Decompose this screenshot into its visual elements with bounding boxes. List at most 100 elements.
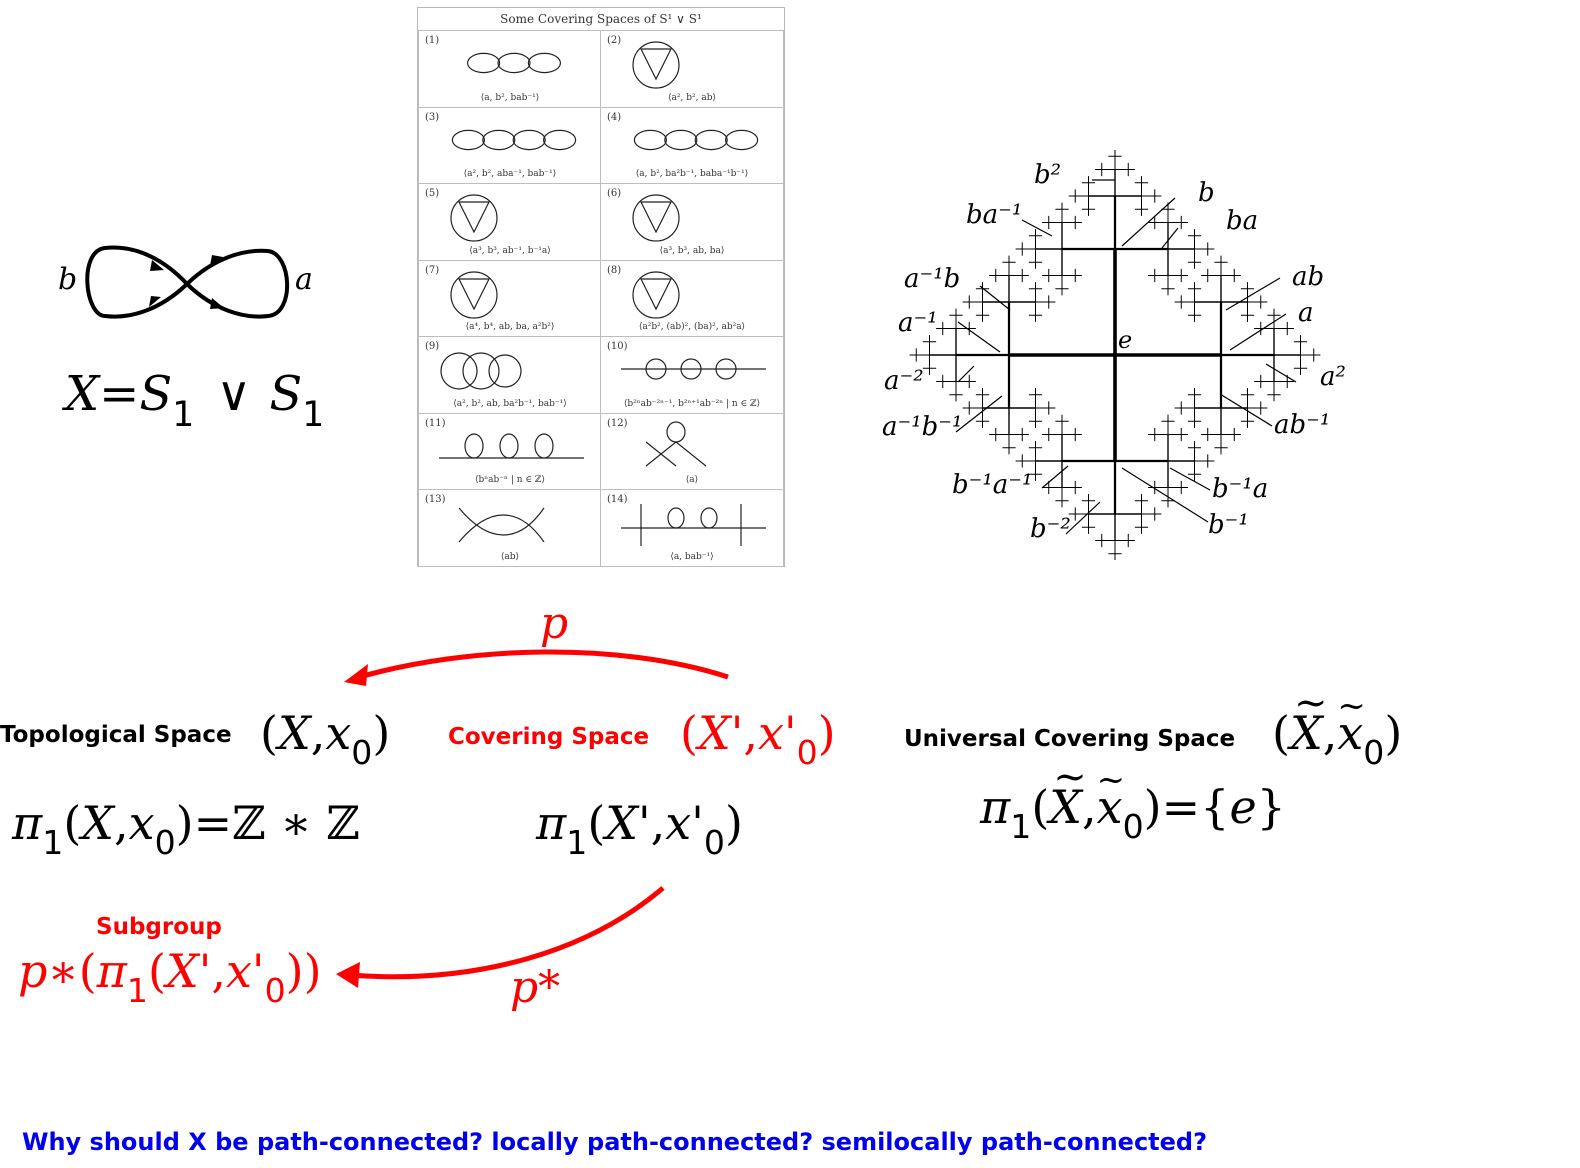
cell-graph <box>440 352 522 390</box>
formula-wedge: ∨ <box>216 366 252 422</box>
comma: , <box>1322 706 1338 760</box>
covering-heading: Covering Space <box>448 724 650 750</box>
label-a-neg2: a⁻² <box>884 366 924 396</box>
path-connected-questions: Why should X be path-connected? locally … <box>22 1128 1208 1156</box>
pointer-line <box>1121 467 1209 523</box>
paren: ) <box>1384 706 1403 760</box>
cell-caption: ⟨a, b², ba²b⁻¹, baba⁻¹b⁻¹⟩ <box>635 169 749 179</box>
label-ba: ba <box>1226 206 1259 236</box>
cell-graph <box>632 194 680 242</box>
pointer-line <box>957 321 1001 353</box>
figure-eight-label-b: b <box>58 262 78 297</box>
covering-fundamental-group: π1(X',x'0) <box>536 796 743 862</box>
pair-x0: x <box>325 706 352 760</box>
cell-graph <box>450 194 498 242</box>
x0: x <box>225 944 252 998</box>
trivial-group-open: ={ <box>1161 780 1230 834</box>
pointer-line <box>957 365 975 383</box>
topological-pair: (X,x0) <box>260 706 391 772</box>
label-b2: b² <box>1034 160 1062 190</box>
cell-number: (8) <box>607 264 622 276</box>
table-title: Some Covering Spaces of S¹ ∨ S¹ <box>500 12 702 26</box>
table-cell: (9)⟨a², b², ab, ba²b⁻¹, bab⁻¹⟩ <box>418 336 601 414</box>
pi-sub: 1 <box>566 822 588 862</box>
comma: , <box>650 796 666 850</box>
trivial-group-close: } <box>1256 780 1286 834</box>
pointer-line <box>1041 465 1069 489</box>
table-cell: (4) ⟨a, b², ba²b⁻¹, baba⁻¹b⁻¹⟩ <box>600 106 784 184</box>
subgroup-expression: p∗(π1(X',x'0)) <box>18 944 322 1010</box>
cell-graph <box>632 41 680 89</box>
pair-x: X <box>697 706 731 760</box>
cell-caption: ⟨a, bab⁻¹⟩ <box>670 551 714 562</box>
topological-fundamental-group: π1(X,x0)=ℤ ∗ ℤ <box>12 796 360 862</box>
cell-graph <box>645 420 707 466</box>
comma: , <box>114 796 129 850</box>
cell-graph <box>458 507 545 543</box>
cell-caption: ⟨ab⟩ <box>500 551 520 562</box>
paren: ( <box>680 706 698 760</box>
tilde-icon: ~ <box>1337 686 1366 726</box>
pair-sub: 0 <box>1363 732 1385 772</box>
arrow-head-icon <box>210 298 224 309</box>
identity-e: e <box>1229 780 1257 834</box>
label-b-inv: b⁻¹ <box>1208 510 1249 540</box>
formula-s1-sub: 1 <box>172 394 195 435</box>
cell-number: (3) <box>425 111 440 123</box>
table-cell: (6)⟨a³, b³, ab, ba⟩ <box>600 183 784 261</box>
cell-graph <box>621 504 766 546</box>
label-a-inv-b-inv: a⁻¹b⁻¹ <box>882 412 963 442</box>
p-arrow <box>355 649 729 681</box>
figure-eight-label-a: a <box>295 262 313 297</box>
pointer-line <box>1219 393 1273 427</box>
universal-heading: Universal Covering Space <box>904 726 1236 752</box>
cell-caption: ⟨a³, b³, ab, ba⟩ <box>659 245 725 256</box>
formula-x: X <box>65 366 100 422</box>
prime: ' <box>251 944 265 998</box>
cell-number: (14) <box>607 494 628 505</box>
table-cell: (3)⟨a², b², aba⁻¹, bab⁻¹⟩ <box>418 106 601 184</box>
paren: ) <box>724 796 743 850</box>
table-cell: (12)⟨a⟩ <box>600 412 784 490</box>
pair-sub: 0 <box>351 732 373 772</box>
figure-eight-diagram <box>85 245 290 319</box>
label-e: e <box>1118 326 1133 354</box>
pi-sub: 1 <box>42 822 64 862</box>
label-b-inv-a: b⁻¹a <box>1212 474 1269 504</box>
covering-spaces-table: Some Covering Spaces of S¹ ∨ S¹ (1)⟨a, b… <box>417 7 785 567</box>
subgroup-heading: Subgroup <box>96 914 222 940</box>
free-product: =ℤ ∗ ℤ <box>193 796 360 850</box>
cell-caption: ⟨b²ⁿab⁻²ⁿ⁻¹, b²ⁿ⁺¹ab⁻²ⁿ | n ∈ ℤ⟩ <box>623 398 761 409</box>
comma: , <box>743 706 758 760</box>
paren: ( <box>1272 706 1290 760</box>
cell-number: (4) <box>607 111 622 123</box>
formula-s2: S <box>269 366 303 422</box>
paren: ( <box>1031 780 1050 834</box>
pi-symbol: π <box>980 780 1011 834</box>
group-sub: 0 <box>1122 806 1144 846</box>
label-b-neg2: b⁻² <box>1030 514 1071 544</box>
paren: ( <box>147 944 166 998</box>
paren: ( <box>78 944 97 998</box>
arrow-head-icon <box>149 296 161 307</box>
paren: ) <box>372 706 391 760</box>
cell-caption: ⟨a, b², bab⁻¹⟩ <box>480 92 540 103</box>
cell-number: (13) <box>425 494 446 505</box>
label-a: a <box>1298 298 1314 328</box>
pi-sub: 1 <box>1010 806 1032 846</box>
pi-symbol: π <box>536 796 567 850</box>
cell-caption: ⟨bⁿab⁻ⁿ | n ∈ ℤ⟩ <box>475 475 545 485</box>
universal-pair: (~X,~x0) <box>1272 680 1403 772</box>
cell-caption: ⟨a⁴, b⁴, ab, ba, a²b²⟩ <box>465 322 555 332</box>
pointer-line <box>1265 363 1297 383</box>
x0-sub: 0 <box>264 970 286 1010</box>
label-ba-inv: ba⁻¹ <box>966 200 1023 230</box>
cell-caption: ⟨a²b², (ab)², (ba)², ab²a⟩ <box>638 322 746 332</box>
figure-eight-curve <box>85 245 290 319</box>
tilde-icon: ~ <box>1053 754 1087 800</box>
wedge-formula: X=S1∨S1 <box>65 366 324 435</box>
cell-graph <box>439 432 584 459</box>
cayley-tree-diagram <box>909 150 1321 560</box>
